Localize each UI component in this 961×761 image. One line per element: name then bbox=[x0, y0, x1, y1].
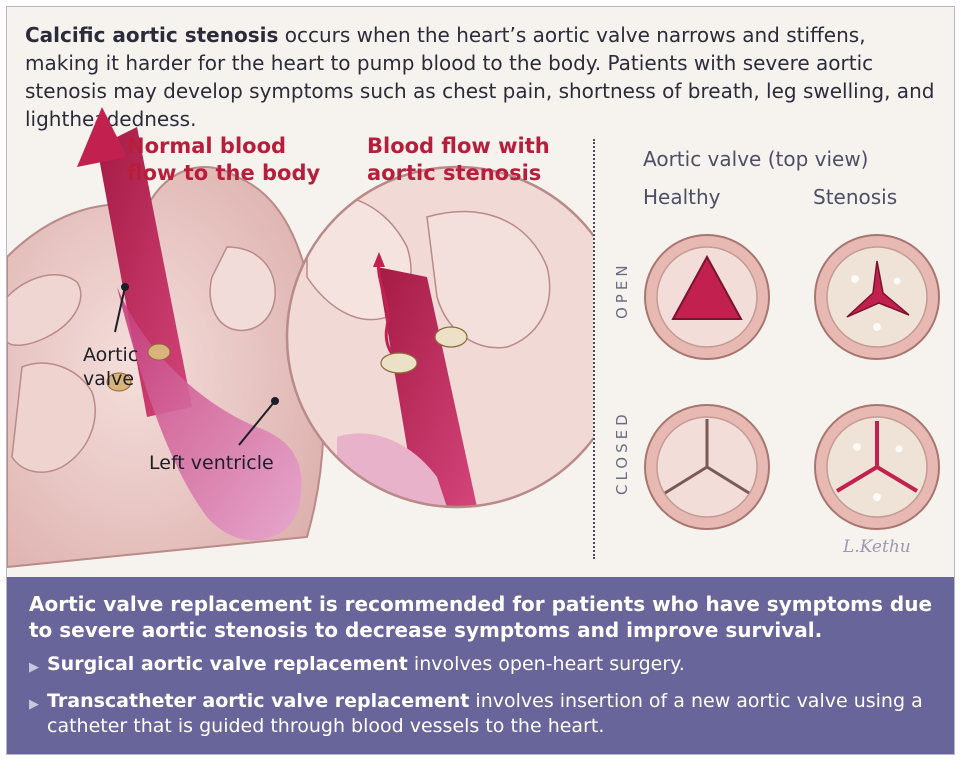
normal-flow-line1: Normal blood bbox=[127, 134, 287, 158]
normal-blood-flow bbox=[77, 107, 302, 541]
normal-flow-label: Normal blood flow to the body bbox=[127, 133, 320, 187]
infographic-frame: Calcific aortic stenosis occurs when the… bbox=[6, 6, 955, 755]
stenosis-closed-valve bbox=[814, 404, 940, 530]
section-divider bbox=[593, 139, 595, 559]
column-healthy: Healthy bbox=[643, 185, 721, 209]
triangle-bullet-icon: ▶ bbox=[29, 697, 39, 712]
left-ventricle-dot bbox=[271, 397, 279, 405]
aortic-valve-pointer bbox=[114, 286, 126, 333]
heart-illustration bbox=[7, 107, 593, 569]
aortic-valve-label: Aortic valve bbox=[83, 343, 138, 391]
triangle-bullet-icon: ▶ bbox=[29, 660, 39, 675]
top-view-title: Aortic valve (top view) bbox=[643, 147, 869, 171]
bullet-transcatheter: ▶ Transcatheter aortic valve replacement… bbox=[29, 689, 936, 739]
stenosis-flow-line2: aortic stenosis bbox=[367, 161, 542, 185]
illustration-area: Normal blood flow to the body Blood flow… bbox=[7, 107, 954, 577]
aortic-valve-line1: Aortic bbox=[83, 344, 139, 366]
aortic-valve-dot bbox=[121, 283, 129, 291]
stenosis-open-valve bbox=[814, 234, 940, 360]
intro-lead: Calcific aortic stenosis bbox=[25, 23, 279, 47]
artist-signature: L.Kethu bbox=[843, 537, 911, 557]
bullet-transcatheter-text: Transcatheter aortic valve replacement i… bbox=[47, 689, 936, 739]
stenosis-flow-line1: Blood flow with bbox=[367, 134, 550, 158]
healthy-closed-valve bbox=[644, 404, 770, 530]
bullet-transcatheter-rest: involves insertion of a new aortic valve… bbox=[47, 690, 923, 737]
stenosis-flow-label: Blood flow with aortic stenosis bbox=[367, 133, 550, 187]
stenosis-magnified-view bbox=[287, 167, 593, 507]
bullet-surgical-text: Surgical aortic valve replacement involv… bbox=[47, 652, 685, 680]
valve-top-views bbox=[644, 234, 940, 530]
normal-valve-leaflets bbox=[106, 343, 171, 392]
banner-headline: Aortic valve replacement is recommended … bbox=[29, 592, 933, 642]
left-ventricle-label: Left ventricle bbox=[149, 452, 274, 474]
magnify-ring bbox=[285, 165, 593, 509]
recommendation-banner: Aortic valve replacement is recommended … bbox=[7, 577, 954, 754]
normal-flow-line2: flow to the body bbox=[127, 161, 321, 185]
column-stenosis: Stenosis bbox=[813, 185, 898, 209]
bullet-surgical: ▶ Surgical aortic valve replacement invo… bbox=[29, 652, 936, 680]
bullet-transcatheter-bold: Transcatheter aortic valve replacement bbox=[47, 690, 470, 712]
aortic-valve-line2: valve bbox=[83, 368, 135, 390]
bullet-surgical-bold: Surgical aortic valve replacement bbox=[47, 653, 408, 675]
healthy-open-valve bbox=[644, 234, 770, 360]
left-ventricle-pointer bbox=[238, 400, 276, 446]
bullet-surgical-rest: involves open-heart surgery. bbox=[407, 653, 685, 675]
